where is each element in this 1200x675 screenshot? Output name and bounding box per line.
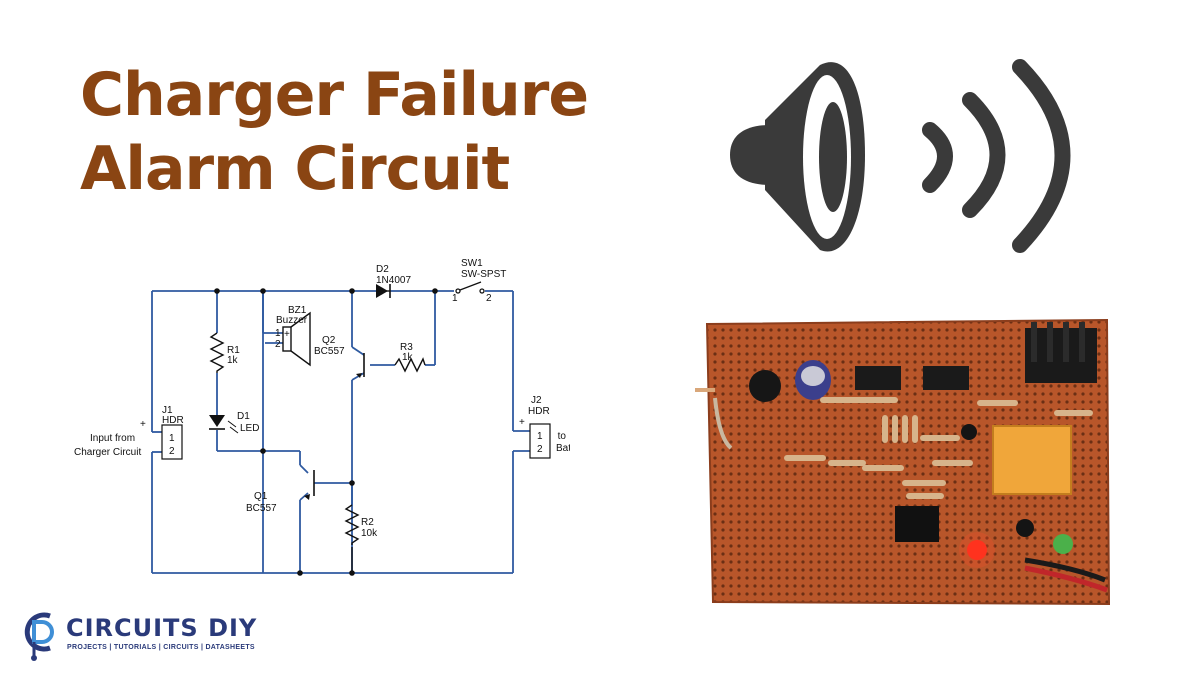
bz1-pin-1: 1 bbox=[275, 328, 281, 339]
r1-value: 1k bbox=[227, 355, 239, 366]
bz1-ref: BZ1 bbox=[288, 305, 307, 316]
bz1-value: Buzzer bbox=[276, 315, 308, 326]
r3-value: 1k bbox=[402, 352, 414, 363]
title-line-1: Charger Failure bbox=[80, 60, 589, 130]
page-title: Charger Failure Alarm Circuit bbox=[80, 58, 589, 206]
d2-ref: D2 bbox=[376, 264, 389, 275]
heatsink bbox=[1025, 322, 1097, 383]
logo-tagline: PROJECTS | TUTORIALS | CIRCUITS | DATASH… bbox=[67, 644, 255, 651]
d1-ref: D1 bbox=[237, 411, 250, 422]
r3-ref: R3 bbox=[400, 342, 413, 353]
j2-value: HDR bbox=[528, 406, 550, 417]
j1-plus: + bbox=[140, 419, 146, 430]
bz1-plus: + bbox=[284, 329, 290, 340]
circuits-diy-logo[interactable]: CIRCUITS DIY PROJECTS | TUTORIALS | CIRC… bbox=[16, 608, 276, 664]
r2-value: 10k bbox=[361, 528, 378, 539]
q2-ref: Q2 bbox=[322, 335, 336, 346]
q1-value: BC557 bbox=[246, 503, 277, 514]
sw1-ref: SW1 bbox=[461, 258, 483, 269]
j1-value: HDR bbox=[162, 415, 184, 426]
r2-ref: R2 bbox=[361, 517, 374, 528]
d2-value: 1N4007 bbox=[376, 275, 411, 286]
j1-pin-1: 1 bbox=[169, 433, 175, 444]
bz1-pin-2: 2 bbox=[275, 339, 281, 350]
d1-value: LED bbox=[240, 423, 259, 434]
speaker-sound-icon bbox=[730, 59, 1071, 253]
title-line-2: Alarm Circuit bbox=[80, 134, 510, 204]
j2-plus: + bbox=[519, 417, 525, 428]
q1-ref: Q1 bbox=[254, 491, 268, 502]
r1-ref: R1 bbox=[227, 345, 240, 356]
sw1-pin-2: 2 bbox=[486, 293, 492, 304]
q2-value: BC557 bbox=[314, 346, 345, 357]
circuits-diy-logo-icon bbox=[24, 612, 54, 661]
j1-label-2: Charger Circuit bbox=[74, 447, 141, 458]
j1-pin-2: 2 bbox=[169, 446, 175, 457]
sw1-pin-1: 1 bbox=[452, 293, 458, 304]
j2-label-2: Battery bbox=[556, 443, 570, 454]
sw1-value: SW-SPST bbox=[461, 269, 506, 280]
j1-label-1: Input from bbox=[90, 433, 135, 444]
j1-ref: J1 bbox=[162, 405, 173, 416]
pcb-photo bbox=[695, 318, 1111, 606]
j2-ref: J2 bbox=[531, 395, 542, 406]
j2-label-1: to bbox=[558, 431, 567, 442]
circuit-schematic: D2 1N4007 SW1 SW-SPST 1 2 BZ1 Buzzer 1 2… bbox=[74, 258, 570, 576]
j2-pin-1: 1 bbox=[537, 431, 543, 442]
logo-brand: CIRCUITS DIY bbox=[66, 614, 258, 642]
j2-pin-2: 2 bbox=[537, 444, 543, 455]
